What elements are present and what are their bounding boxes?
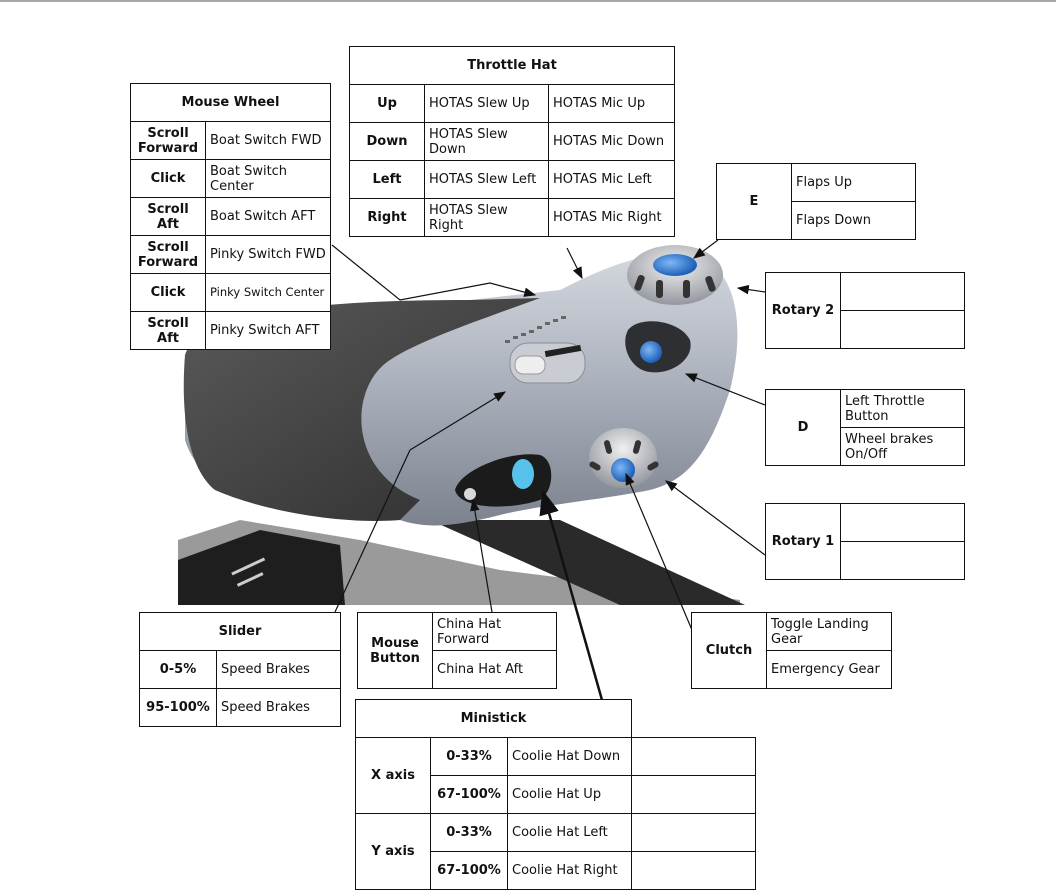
e-button-label: E	[716, 163, 792, 240]
slider-range: 0-5%	[139, 650, 217, 689]
rotary1-table: Rotary 1	[765, 503, 965, 580]
d-button-action: Wheel brakes On/Off	[840, 427, 965, 466]
ministick-axis: X axis	[355, 737, 431, 814]
ministick-range: 0-33%	[430, 813, 508, 852]
throttle-hat-slew: HOTAS Slew Right	[424, 198, 549, 237]
rotary2-action	[840, 310, 965, 349]
slider-ticks	[505, 316, 566, 343]
ministick-range: 0-33%	[430, 737, 508, 776]
ministick-action: Coolie Hat Up	[507, 775, 632, 814]
ministick-action: Coolie Hat Down	[507, 737, 632, 776]
mouse-button-action: China Hat Aft	[432, 650, 557, 689]
ministick-extra	[631, 775, 756, 814]
top-border-line	[0, 0, 1056, 2]
mouse-wheel-input: Scroll Aft	[130, 311, 206, 350]
slider-action: Speed Brakes	[216, 688, 341, 727]
slider-table: Slider 0-5%Speed Brakes 95-100%Speed Bra…	[139, 612, 341, 727]
mouse-button-label: Mouse Button	[357, 612, 433, 689]
ministick-photo	[512, 459, 534, 489]
mouse-wheel-action: Boat Switch FWD	[205, 121, 331, 160]
throttle-hat-mic: HOTAS Mic Down	[548, 122, 675, 161]
throttle-hat-title: Throttle Hat	[349, 46, 675, 85]
clutch-button-photo	[611, 458, 635, 482]
clutch-action: Emergency Gear	[766, 650, 892, 689]
ministick-title: Ministick	[355, 699, 632, 738]
throttle-hat-direction: Right	[349, 198, 425, 237]
mouse-wheel-input: Click	[130, 159, 206, 198]
throttle-hat-mic: HOTAS Mic Up	[548, 84, 675, 123]
throttle-hat-slew: HOTAS Slew Down	[424, 122, 549, 161]
throttle-hat-mic: HOTAS Mic Right	[548, 198, 675, 237]
mouse-wheel-input: Scroll Forward	[130, 121, 206, 160]
rotary1-action	[840, 503, 965, 542]
ministick-action: Coolie Hat Right	[507, 851, 632, 890]
mouse-wheel-input: Click	[130, 273, 206, 312]
clutch-label: Clutch	[691, 612, 767, 689]
rotary1-action	[840, 541, 965, 580]
throttle-base	[178, 520, 745, 605]
d-button-label: D	[765, 389, 841, 466]
slider-action: Speed Brakes	[216, 650, 341, 689]
clutch-action: Toggle Landing Gear	[766, 612, 892, 651]
ministick-axis: Y axis	[355, 813, 431, 890]
ministick-range: 67-100%	[430, 851, 508, 890]
mouse-wheel-action: Pinky Switch AFT	[205, 311, 331, 350]
slider-title: Slider	[139, 612, 341, 651]
e-button-action: Flaps Up	[791, 163, 916, 202]
d-button-photo	[640, 341, 662, 363]
rotary1-label: Rotary 1	[765, 503, 841, 580]
ministick-extra	[631, 737, 756, 776]
slider-range: 95-100%	[139, 688, 217, 727]
mouse-wheel-action: Boat Switch AFT	[205, 197, 331, 236]
throttle-hat-slew: HOTAS Slew Up	[424, 84, 549, 123]
d-button-action: Left Throttle Button	[840, 389, 965, 428]
ministick-range: 67-100%	[430, 775, 508, 814]
rotary2-action	[840, 272, 965, 311]
mouse-wheel-action: Pinky Switch Center	[205, 273, 331, 312]
mouse-wheel-input: Scroll Aft	[130, 197, 206, 236]
mouse-button-action: China Hat Forward	[432, 612, 557, 651]
ministick-action: Coolie Hat Left	[507, 813, 632, 852]
e-button-photo	[653, 254, 697, 276]
mouse-button-photo	[464, 488, 476, 500]
throttle-hat-direction: Up	[349, 84, 425, 123]
e-button-action: Flaps Down	[791, 201, 916, 240]
throttle-hat-direction: Down	[349, 122, 425, 161]
rotary2-table: Rotary 2	[765, 272, 965, 349]
ministick-extra	[631, 813, 756, 852]
rotary2-label: Rotary 2	[765, 272, 841, 349]
mouse-wheel-action: Pinky Switch FWD	[205, 235, 331, 274]
throttle-hat-mic: HOTAS Mic Left	[548, 160, 675, 199]
mouse-wheel-input: Scroll Forward	[130, 235, 206, 274]
throttle-hat-slew: HOTAS Slew Left	[424, 160, 549, 199]
throttle-hat-direction: Left	[349, 160, 425, 199]
ministick-extra	[631, 851, 756, 890]
mouse-wheel-title: Mouse Wheel	[130, 83, 331, 122]
mouse-wheel-action: Boat Switch Center	[205, 159, 331, 198]
